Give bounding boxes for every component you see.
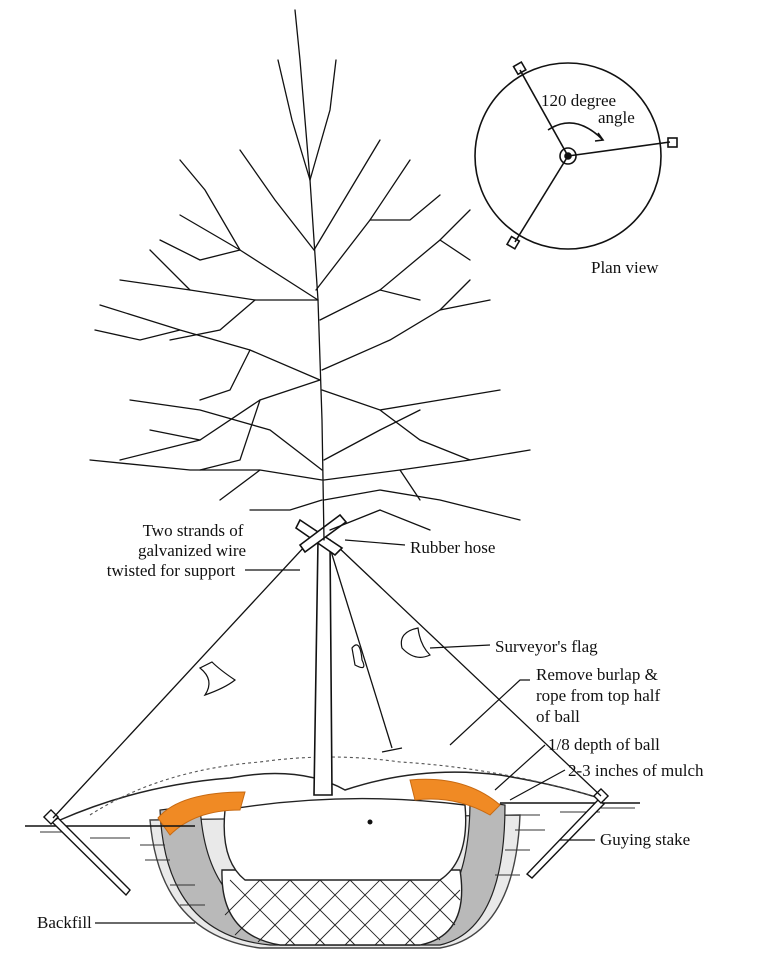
flag-left bbox=[200, 662, 235, 695]
plan-view-wire-southwest bbox=[515, 156, 568, 242]
wire-label-line1: Two strands of bbox=[118, 521, 268, 540]
plan-view-wire-east bbox=[568, 142, 670, 156]
burlap-label-line3: of ball bbox=[536, 707, 580, 726]
backfill-label: Backfill bbox=[37, 913, 92, 932]
tree-branches bbox=[90, 10, 530, 540]
burlap-label-line2: rope from top half bbox=[536, 686, 660, 705]
surveyors-flag-label: Surveyor's flag bbox=[495, 637, 598, 656]
flag-back bbox=[352, 645, 364, 668]
wire-label-line2: galvanized wire bbox=[112, 541, 272, 560]
wire-label-line3: twisted for support bbox=[86, 561, 256, 580]
plan-view-stake-north bbox=[514, 62, 526, 74]
flag-right bbox=[401, 628, 430, 657]
angle-arc bbox=[548, 123, 603, 140]
mulch-label: 2-3 inches of mulch bbox=[568, 761, 704, 780]
root-ball-upper bbox=[224, 799, 466, 880]
tree-trunk bbox=[296, 515, 346, 795]
plan-view-wire-north bbox=[520, 70, 568, 156]
depth-label: 1/8 depth of ball bbox=[548, 735, 660, 754]
angle-label-line2: angle bbox=[598, 108, 635, 127]
plan-view-title: Plan view bbox=[591, 258, 659, 277]
guying-stake-label: Guying stake bbox=[600, 830, 690, 849]
guying-stake-left bbox=[52, 818, 130, 895]
burlap-label-line1: Remove burlap & bbox=[536, 665, 658, 684]
rubber-hose-label: Rubber hose bbox=[410, 538, 495, 557]
guy-wire-back bbox=[330, 548, 392, 748]
